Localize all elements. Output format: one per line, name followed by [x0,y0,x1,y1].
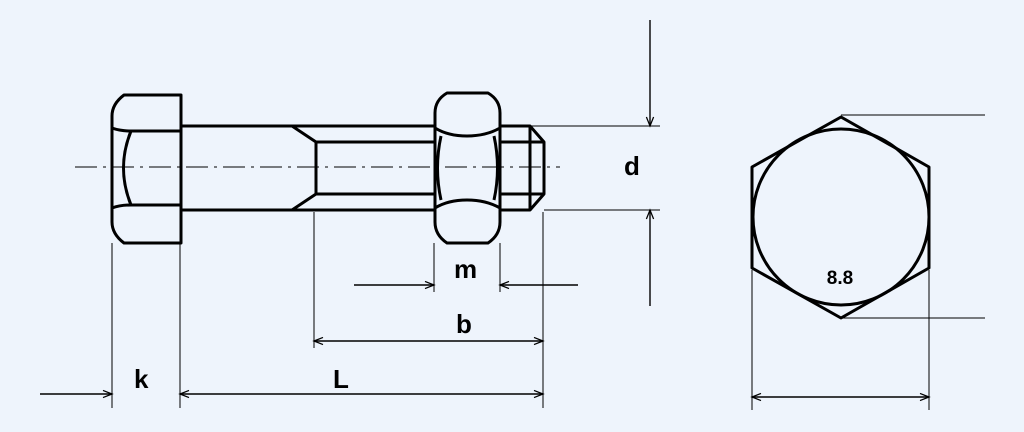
bolt-tip [500,124,546,212]
dimension-b: b [314,309,543,341]
dimension-m: m [354,254,578,285]
bearing-circle [751,127,931,307]
extension-lines [111,125,660,408]
dimension-L: L [180,364,543,394]
label-b: b [456,309,472,339]
grade-marking: 8.8 [827,268,853,289]
label-m: m [454,254,477,284]
dimension-k: k [40,364,149,394]
bolt-side-view [75,91,560,245]
bolt-head [110,93,183,245]
bolt-shank [181,124,436,212]
label-L: L [333,364,349,394]
label-k: k [134,364,149,394]
bolt-head-top-view: 8.8 [750,114,985,410]
hex-nut [433,91,502,245]
label-d: d [624,151,640,181]
dimension-d: d [624,20,650,306]
